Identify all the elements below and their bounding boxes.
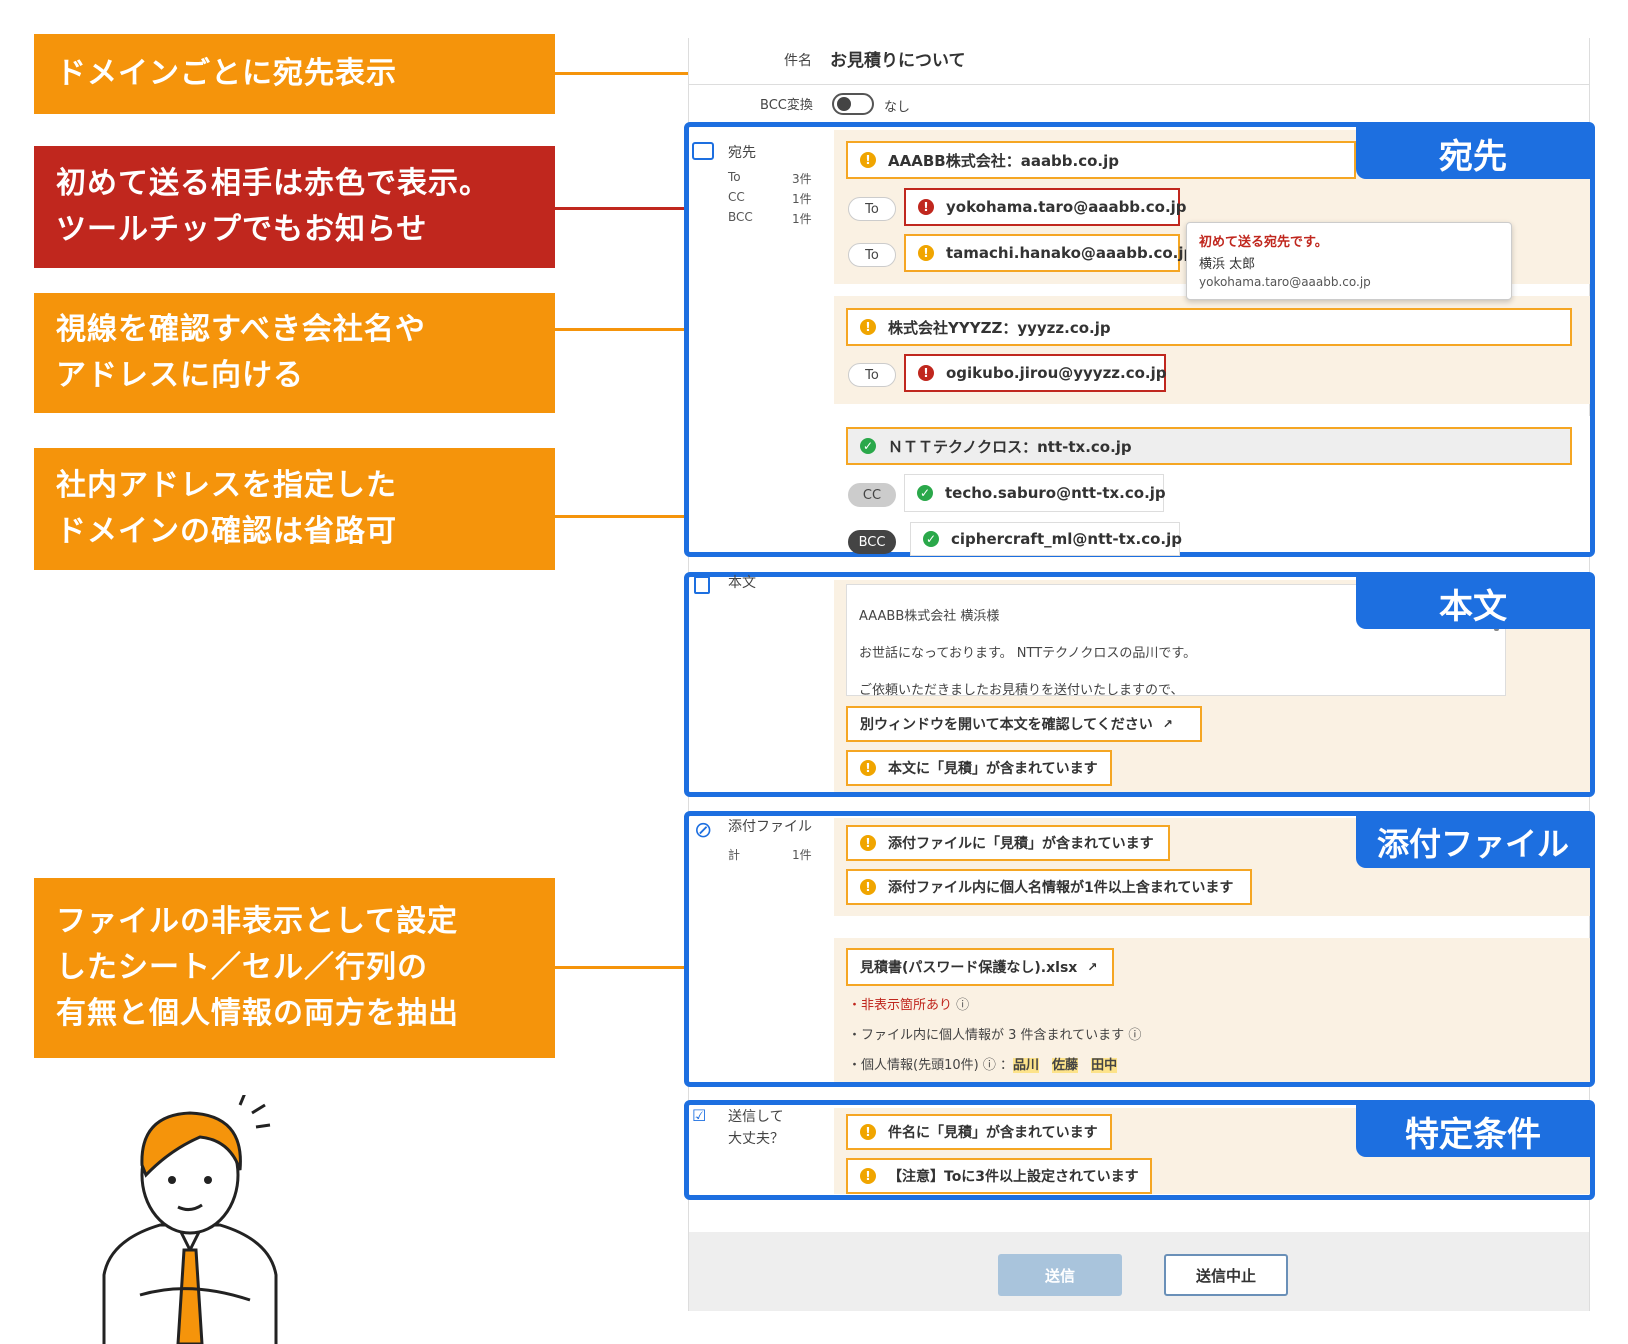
person-illustration [102, 1095, 278, 1344]
recipients-label: 宛先 [728, 145, 756, 161]
callout-domain-display: ドメインごとに宛先表示 [34, 34, 555, 114]
first-recipient-tooltip: 初めて送る宛先です。 横浜 太郎 yokohama.taro@aaabb.co.… [1186, 222, 1512, 300]
pi-names-note: ・個人情報(先頭10件) ⓘ ：品川 佐藤 田中 [848, 1058, 1118, 1073]
recipient-yokohama[interactable]: !yokohama.taro@aaabb.co.jp [904, 188, 1187, 226]
section-tab-attach: 添付ファイル [1356, 816, 1590, 868]
attached-file-link[interactable]: 見積書(パスワード保護なし).xlsx↗ [846, 948, 1114, 986]
bcc-value: なし [884, 100, 911, 115]
recipient-type-pill: To [848, 243, 896, 267]
recipient-type-pill: BCC [848, 530, 896, 554]
external-link-icon: ↗ [1087, 960, 1098, 974]
conditions-label-2: 大丈夫？ [728, 1131, 784, 1147]
warning-icon: ! [860, 879, 876, 895]
count-cc-label: CC [728, 190, 745, 204]
condition-warning-2[interactable]: !【注意】Toに3件以上設定されています [846, 1158, 1152, 1194]
callout-gaze: 視線を確認すべき会社名やアドレスに向ける [34, 293, 555, 413]
condition-warning-1[interactable]: !件名に「見積」が含まれています [846, 1114, 1112, 1150]
callout-internal: 社内アドレスを指定したドメインの確認は省路可 [34, 448, 555, 570]
domain-group-ntt[interactable]: ✓ＮＴＴテクノクロス：ntt-tx.co.jp [846, 427, 1572, 465]
warning-icon: ! [860, 835, 876, 851]
conditions-label-1: 送信して [728, 1109, 784, 1125]
attach-count-value: 1件 [792, 848, 812, 862]
help-icon: ⓘ [982, 1058, 996, 1073]
address-card-icon [692, 142, 714, 160]
warning-icon: ! [860, 319, 876, 335]
count-cc-value: 1件 [792, 192, 812, 206]
warning-icon: ! [860, 1124, 876, 1140]
check-icon: ✓ [860, 438, 876, 454]
hidden-area-note: ・非表示箇所あり ⓘ [848, 998, 970, 1013]
subject-value: お見積りについて [830, 51, 966, 71]
check-icon: ✓ [917, 485, 933, 501]
help-icon: ⓘ [1128, 1028, 1142, 1043]
section-tab-recipients: 宛先 [1356, 127, 1590, 179]
section-body [684, 572, 1595, 797]
body-warning[interactable]: !本文に「見積」が含まれています [846, 750, 1112, 786]
count-to-value: 3件 [792, 172, 812, 186]
error-icon: ! [918, 199, 934, 215]
attach-count-label: 計 [728, 848, 741, 862]
cancel-send-button[interactable]: 送信中止 [1164, 1254, 1288, 1296]
section-tab-body: 本文 [1356, 577, 1590, 629]
warning-icon: ! [860, 152, 876, 168]
section-conditions [684, 1100, 1595, 1200]
send-button[interactable]: 送信 [998, 1254, 1122, 1296]
recipient-type-pill: To [848, 363, 896, 387]
recipient-ogikubo[interactable]: !ogikubo.jirou@yyyzz.co.jp [904, 354, 1167, 392]
recipient-type-pill: CC [848, 483, 896, 507]
document-icon [694, 576, 710, 594]
bcc-toggle[interactable] [832, 93, 874, 115]
recipient-type-pill: To [848, 197, 896, 221]
recipient-tamachi[interactable]: !tamachi.hanako@aaabb.co.jp [904, 234, 1194, 272]
section-attach [684, 811, 1595, 1087]
callout-first-recipient: 初めて送る相手は赤色で表示。ツールチップでもお知らせ [34, 146, 555, 268]
open-window-link[interactable]: 別ウィンドウを開いて本文を確認してください↗ [846, 706, 1202, 742]
count-to-label: To [728, 170, 741, 184]
domain-group-aaabb[interactable]: !AAABB株式会社：aaabb.co.jp [846, 141, 1356, 179]
checklist-icon: ☑ [692, 1106, 707, 1125]
attach-label: 添付ファイル [728, 819, 812, 835]
recipient-ciphercraft[interactable]: ✓ciphercraft_ml@ntt-tx.co.jp [910, 522, 1182, 556]
attach-warning-1[interactable]: !添付ファイルに「見積」が含まれています [846, 825, 1170, 861]
section-tab-conditions: 特定条件 [1356, 1105, 1590, 1157]
count-bcc-label: BCC [728, 210, 753, 224]
callout-file-hidden: ファイルの非表示として設定したシート／セル／行列の有無と個人情報の両方を抽出 [34, 878, 555, 1058]
attach-warning-2[interactable]: !添付ファイル内に個人名情報が1件以上含まれています [846, 869, 1252, 905]
paperclip-icon: ⊘ [694, 818, 713, 843]
help-icon: ⓘ [956, 998, 970, 1013]
error-icon: ! [918, 365, 934, 381]
domain-group-yyyzz[interactable]: !株式会社YYYZZ：yyyzz.co.jp [846, 308, 1572, 346]
warning-icon: ! [860, 1168, 876, 1184]
warning-icon: ! [860, 760, 876, 776]
body-label: 本文 [728, 575, 756, 591]
check-icon: ✓ [923, 531, 939, 547]
bcc-label: BCC変換 [760, 98, 813, 113]
subject-label: 件名 [784, 53, 812, 69]
count-bcc-value: 1件 [792, 212, 812, 226]
recipient-techo[interactable]: ✓techo.saburo@ntt-tx.co.jp [904, 474, 1166, 512]
warning-icon: ! [918, 245, 934, 261]
pi-count-note: ・ファイル内に個人情報が 3 件含まれています ⓘ [848, 1028, 1142, 1043]
external-link-icon: ↗ [1162, 717, 1173, 731]
